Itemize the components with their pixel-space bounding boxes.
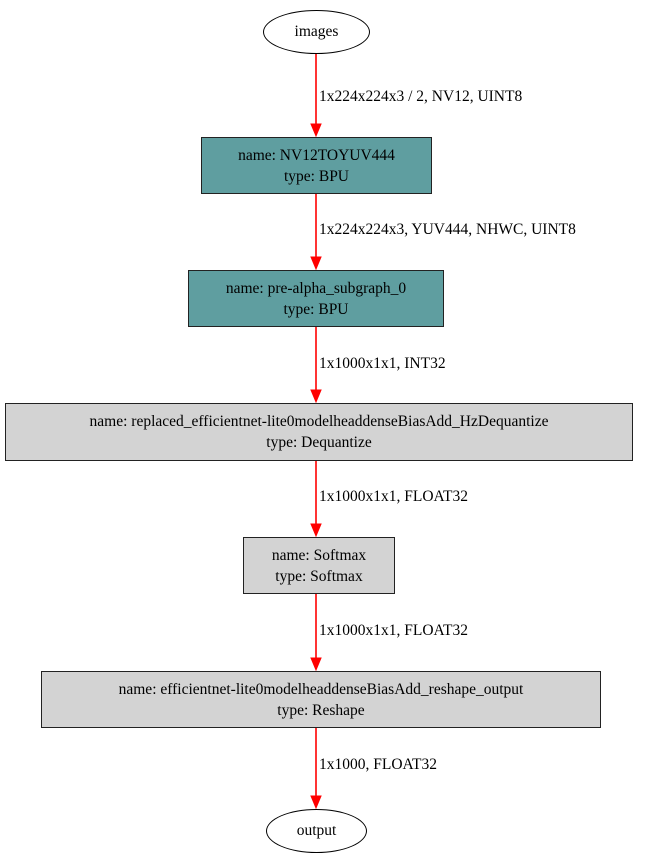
edge-label-prealpha-dequant: 1x1000x1x1, INT32: [319, 355, 446, 372]
edge-reshape-to-output: [310, 728, 322, 810]
node-images[interactable]: images: [263, 10, 370, 54]
arrowhead-icon: [310, 123, 322, 138]
node-images-label: images: [294, 23, 339, 40]
node-softmax[interactable]: name: Softmax type: Softmax: [243, 537, 395, 594]
node-output[interactable]: output: [266, 809, 367, 853]
arrowhead-icon: [310, 523, 322, 538]
node-type: type: BPU: [283, 167, 350, 185]
node-pre-alpha-subgraph[interactable]: name: pre-alpha_subgraph_0 type: BPU: [188, 270, 444, 327]
edge-softmax-to-reshape: [310, 594, 322, 672]
node-name: name: Softmax: [271, 546, 367, 564]
arrowhead-icon: [310, 389, 322, 404]
edge-nv12-to-prealpha: [310, 194, 322, 271]
edge-label-nv12-prealpha: 1x224x224x3, YUV444, NHWC, UINT8: [319, 221, 576, 238]
node-type: type: BPU: [283, 300, 349, 318]
arrowhead-icon: [310, 795, 322, 810]
edge-label-softmax-reshape: 1x1000x1x1, FLOAT32: [319, 622, 468, 639]
node-name: name: replaced_efficientnet-lite0modelhe…: [89, 413, 549, 430]
edge-dequant-to-softmax: [310, 461, 322, 538]
edge-label-dequant-softmax: 1x1000x1x1, FLOAT32: [319, 488, 468, 505]
edge-label-images-nv12: 1x224x224x3 / 2, NV12, UINT8: [319, 88, 523, 105]
node-name: name: NV12TOYUV444: [238, 146, 395, 164]
node-name: name: efficientnet-lite0modelheaddenseBi…: [118, 680, 524, 698]
arrowhead-icon: [310, 657, 322, 672]
node-name: name: pre-alpha_subgraph_0: [225, 279, 407, 297]
edge-images-to-nv12: [310, 54, 322, 138]
node-nv12toyuv444[interactable]: name: NV12TOYUV444 type: BPU: [201, 137, 432, 194]
node-type: type: Reshape: [277, 701, 365, 719]
arrowhead-icon: [310, 256, 322, 271]
node-type: type: Dequantize: [266, 434, 372, 451]
edge-label-reshape-output: 1x1000, FLOAT32: [319, 756, 437, 773]
node-dequantize[interactable]: name: replaced_efficientnet-lite0modelhe…: [5, 403, 633, 461]
node-type: type: Softmax: [275, 567, 363, 585]
edge-prealpha-to-dequant: [310, 327, 322, 404]
node-output-label: output: [296, 822, 337, 839]
node-reshape[interactable]: name: efficientnet-lite0modelheaddenseBi…: [41, 671, 601, 728]
